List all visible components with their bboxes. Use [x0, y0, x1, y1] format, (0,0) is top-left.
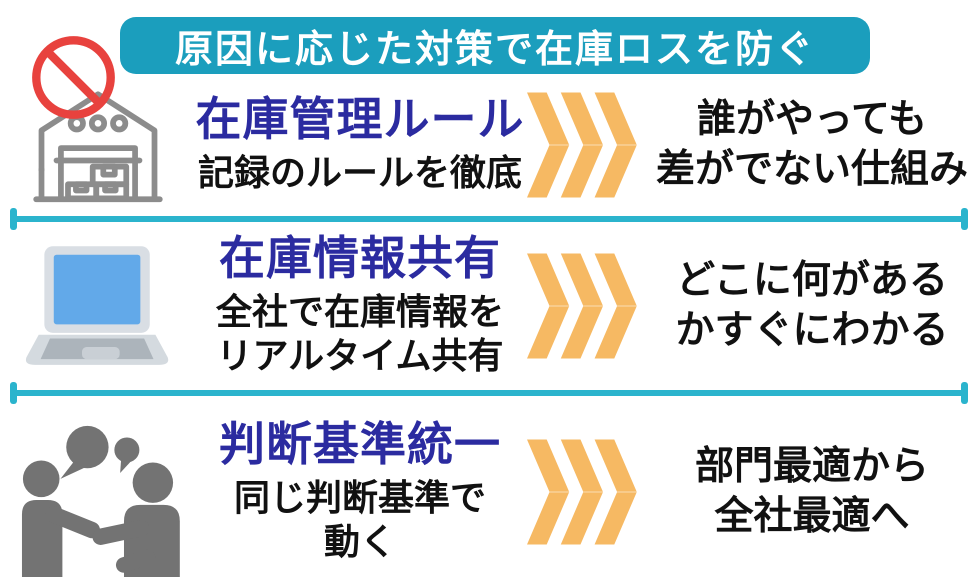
chevron-right-icon — [525, 90, 650, 200]
row-description: 全社で在庫情報を リアルタイム共有 — [215, 290, 504, 377]
row-result: 部門最適から 全社最適へ — [694, 445, 929, 538]
chevron-right-icon — [525, 437, 650, 547]
people-talking-icon — [0, 407, 195, 577]
row-info-sharing: 在庫情報共有 全社で在庫情報を リアルタイム共有 どこに何がある かすぐにわかる — [0, 226, 980, 386]
divider — [10, 382, 968, 404]
title-banner: 原因に応じた対策で在庫ロスを防ぐ — [120, 17, 870, 74]
row-result: どこに何がある かすぐにわかる — [675, 259, 949, 352]
row-description: 記録のルールを徹底 — [197, 151, 522, 193]
divider — [10, 208, 968, 230]
laptop-icon — [0, 242, 195, 370]
row-inventory-rules: 在庫管理ルール 記録のルールを徹底 誰がやっても 差がでない仕組み — [0, 78, 980, 212]
warehouse-icon — [0, 81, 195, 209]
prohibition-icon — [27, 31, 120, 124]
row-title: 在庫管理ルール — [195, 93, 525, 146]
row-criteria-unification: 判断基準統一 同じ判断基準で 動く 部門最適から 全社最適へ — [0, 400, 980, 584]
chevron-right-icon — [525, 251, 650, 361]
row-title: 判断基準統一 — [219, 418, 501, 471]
row-text-block: 在庫管理ルール 記録のルールを徹底 — [195, 94, 525, 195]
row-description: 同じ判断基準で 動く — [233, 476, 486, 563]
row-text-block: 判断基準統一 同じ判断基準で 動く — [195, 419, 525, 565]
page-title: 原因に応じた対策で在庫ロスを防ぐ — [174, 29, 815, 71]
row-text-block: 在庫情報共有 全社で在庫情報を リアルタイム共有 — [195, 233, 525, 379]
row-result: 誰がやっても 差がでない仕組み — [655, 98, 968, 191]
row-title: 在庫情報共有 — [219, 232, 501, 285]
